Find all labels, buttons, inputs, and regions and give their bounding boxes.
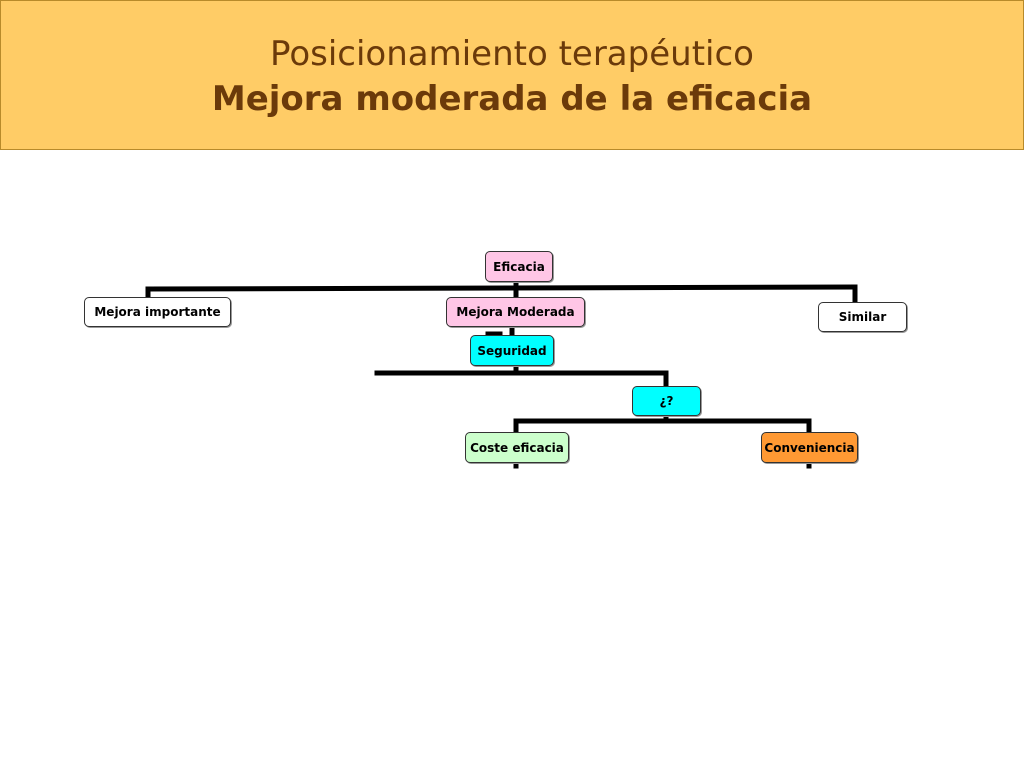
connector-level1-bus <box>145 284 858 292</box>
slide-title: Posicionamiento terapéutico <box>270 34 754 74</box>
slide-subtitle: Mejora moderada de la eficacia <box>211 79 813 119</box>
node-similar: Similar <box>818 302 907 332</box>
node-conveniencia: Conveniencia <box>761 432 858 463</box>
node-coste-eficacia: Coste eficacia <box>465 432 569 463</box>
node-mejora-moderada: Mejora Moderada <box>446 297 585 327</box>
node-mejora-importante: Mejora importante <box>84 297 231 327</box>
node-eficacia: Eficacia <box>485 251 553 282</box>
node-seguridad: Seguridad <box>470 335 554 366</box>
node-interrogante: ¿? <box>632 386 701 416</box>
slide-header: Posicionamiento terapéutico Mejora moder… <box>0 0 1024 150</box>
